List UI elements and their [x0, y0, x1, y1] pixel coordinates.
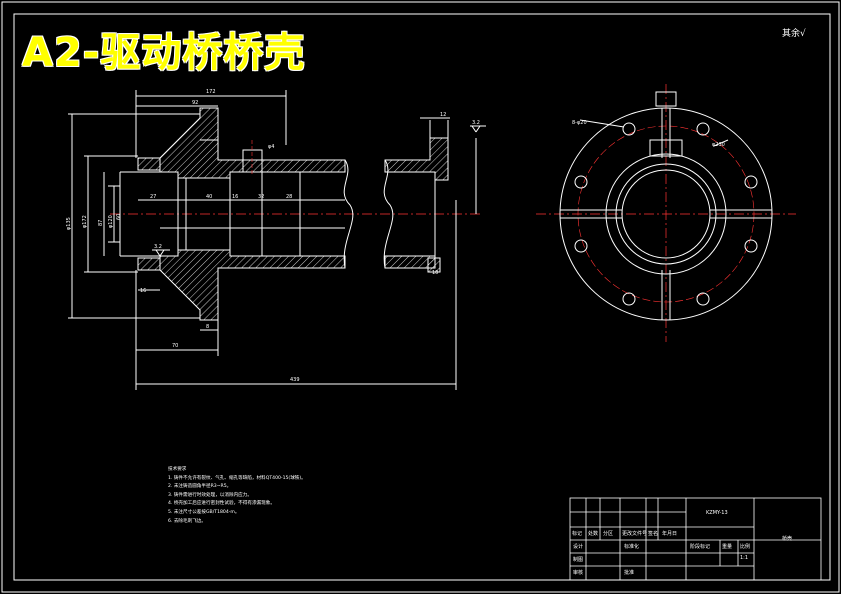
col-label-doc: 更改文件号: [622, 531, 648, 537]
stage-label: 阶段标记: [690, 544, 711, 550]
circle-dia: φ230: [712, 142, 725, 148]
dim-92: 92: [192, 100, 198, 106]
drawing-title: A2-驱动桥桥壳: [22, 30, 306, 76]
dim-27: 27: [150, 194, 156, 200]
drawing-number: KZMY-13: [706, 510, 728, 516]
dim-phi4: φ4: [268, 144, 274, 150]
surface-roughness-2: 3.2: [154, 244, 162, 250]
flange-end-view: [536, 84, 796, 342]
side-section-view: [68, 90, 486, 390]
technical-notes: 技术要求 1. 铸件不允许有裂纹、气孔、缩孔等缺陷，材料QT400-15(球铁)…: [168, 466, 306, 526]
inner-border: [13, 13, 831, 581]
dim-d1: φ135: [66, 217, 72, 230]
dimension-labels: 172 92 439 70 8 16 27 40 16 32 28 φ4 12 …: [66, 89, 480, 383]
dim-10: 10: [432, 270, 438, 276]
dim-flange-len: 172: [206, 89, 216, 95]
col-label-count: 处数: [588, 531, 599, 537]
dim-16b: 16: [232, 194, 238, 200]
dim-overall-length: 439: [290, 377, 300, 383]
dim-87: 87: [98, 220, 104, 226]
hole-note: 8-φ20: [572, 120, 587, 126]
col-label-zone: 分区: [603, 531, 614, 537]
note-item: 6. 去除毛刺飞边。: [168, 518, 207, 524]
weight-label: 重量: [722, 544, 733, 550]
row-label-design: 设计: [573, 544, 584, 550]
note-item: 5. 未注尺寸公差按GB/T1804-m。: [168, 509, 240, 515]
part-name: 桥壳: [782, 536, 793, 542]
surface-roughness-1: 3.2: [472, 120, 480, 126]
dim-d2: φ172: [82, 215, 88, 228]
dim-d3: φ120: [108, 215, 114, 228]
dim-12: 12: [440, 112, 446, 118]
dim-16: 16: [140, 288, 146, 294]
note-item: 4. 桥壳加工后应进行密封性试验，不得有渗漏现象。: [168, 501, 275, 507]
col-label-sign: 签名: [648, 531, 659, 537]
scale-label: 比例: [740, 544, 751, 550]
row-label-draw: 制图: [573, 557, 584, 563]
dim-40: 40: [206, 194, 212, 200]
col-label-date: 年月日: [662, 531, 678, 537]
dim-70: 70: [172, 343, 178, 349]
dim-32: 32: [258, 194, 264, 200]
notes-heading: 技术要求: [168, 467, 187, 472]
col-label-mark: 标记: [572, 531, 583, 537]
general-roughness-note: 其余√: [782, 29, 806, 39]
note-item: 3. 铸件需进行时效处理，以消除内应力。: [168, 492, 252, 498]
scale-value: 1:1: [740, 555, 749, 561]
std-label: 标准化: [624, 544, 640, 550]
title-block: [569, 497, 822, 581]
approve-label: 批准: [624, 570, 635, 576]
row-label-check: 审核: [573, 570, 584, 576]
dim-28: 28: [286, 194, 292, 200]
note-item: 2. 未注铸造圆角半径R3~R5。: [168, 484, 232, 490]
dim-60: 60: [116, 214, 122, 220]
dim-8: 8: [206, 324, 209, 330]
note-item: 1. 铸件不允许有裂纹、气孔、缩孔等缺陷，材料QT400-15(球铁)。: [168, 475, 306, 481]
